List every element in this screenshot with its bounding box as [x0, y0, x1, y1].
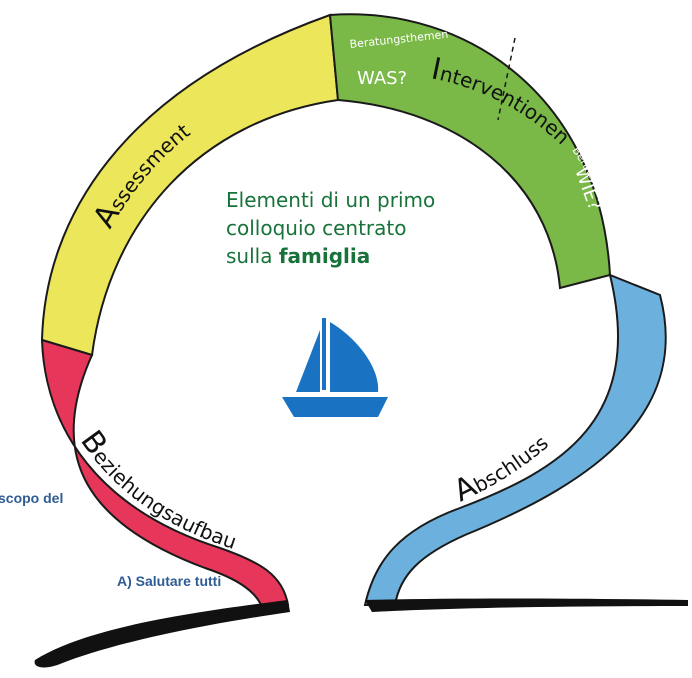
title-line-3-bold: famiglia: [278, 244, 371, 268]
title-line-3: sulla famiglia: [226, 242, 526, 270]
salutare-text: A) Salutare tutti: [117, 573, 222, 589]
scopo-text: scopo del: [0, 490, 64, 506]
was-label: WAS?: [357, 68, 407, 89]
beziehungsaufbau-segment: [40, 338, 290, 609]
sailboat-icon: [282, 318, 388, 417]
center-title: Elementi di un primo colloquio centrato …: [226, 186, 526, 270]
assessment-segment: [40, 13, 340, 357]
title-line-1: Elementi di un primo: [226, 188, 436, 212]
title-line-2: colloquio centrato: [226, 216, 407, 240]
bottom-swoosh-right: [365, 598, 688, 612]
bottom-swoosh-left: [34, 600, 291, 668]
green-divider: [497, 37, 516, 121]
abschluss-segment: [363, 273, 667, 606]
title-line-3-prefix: sulla: [226, 244, 279, 268]
